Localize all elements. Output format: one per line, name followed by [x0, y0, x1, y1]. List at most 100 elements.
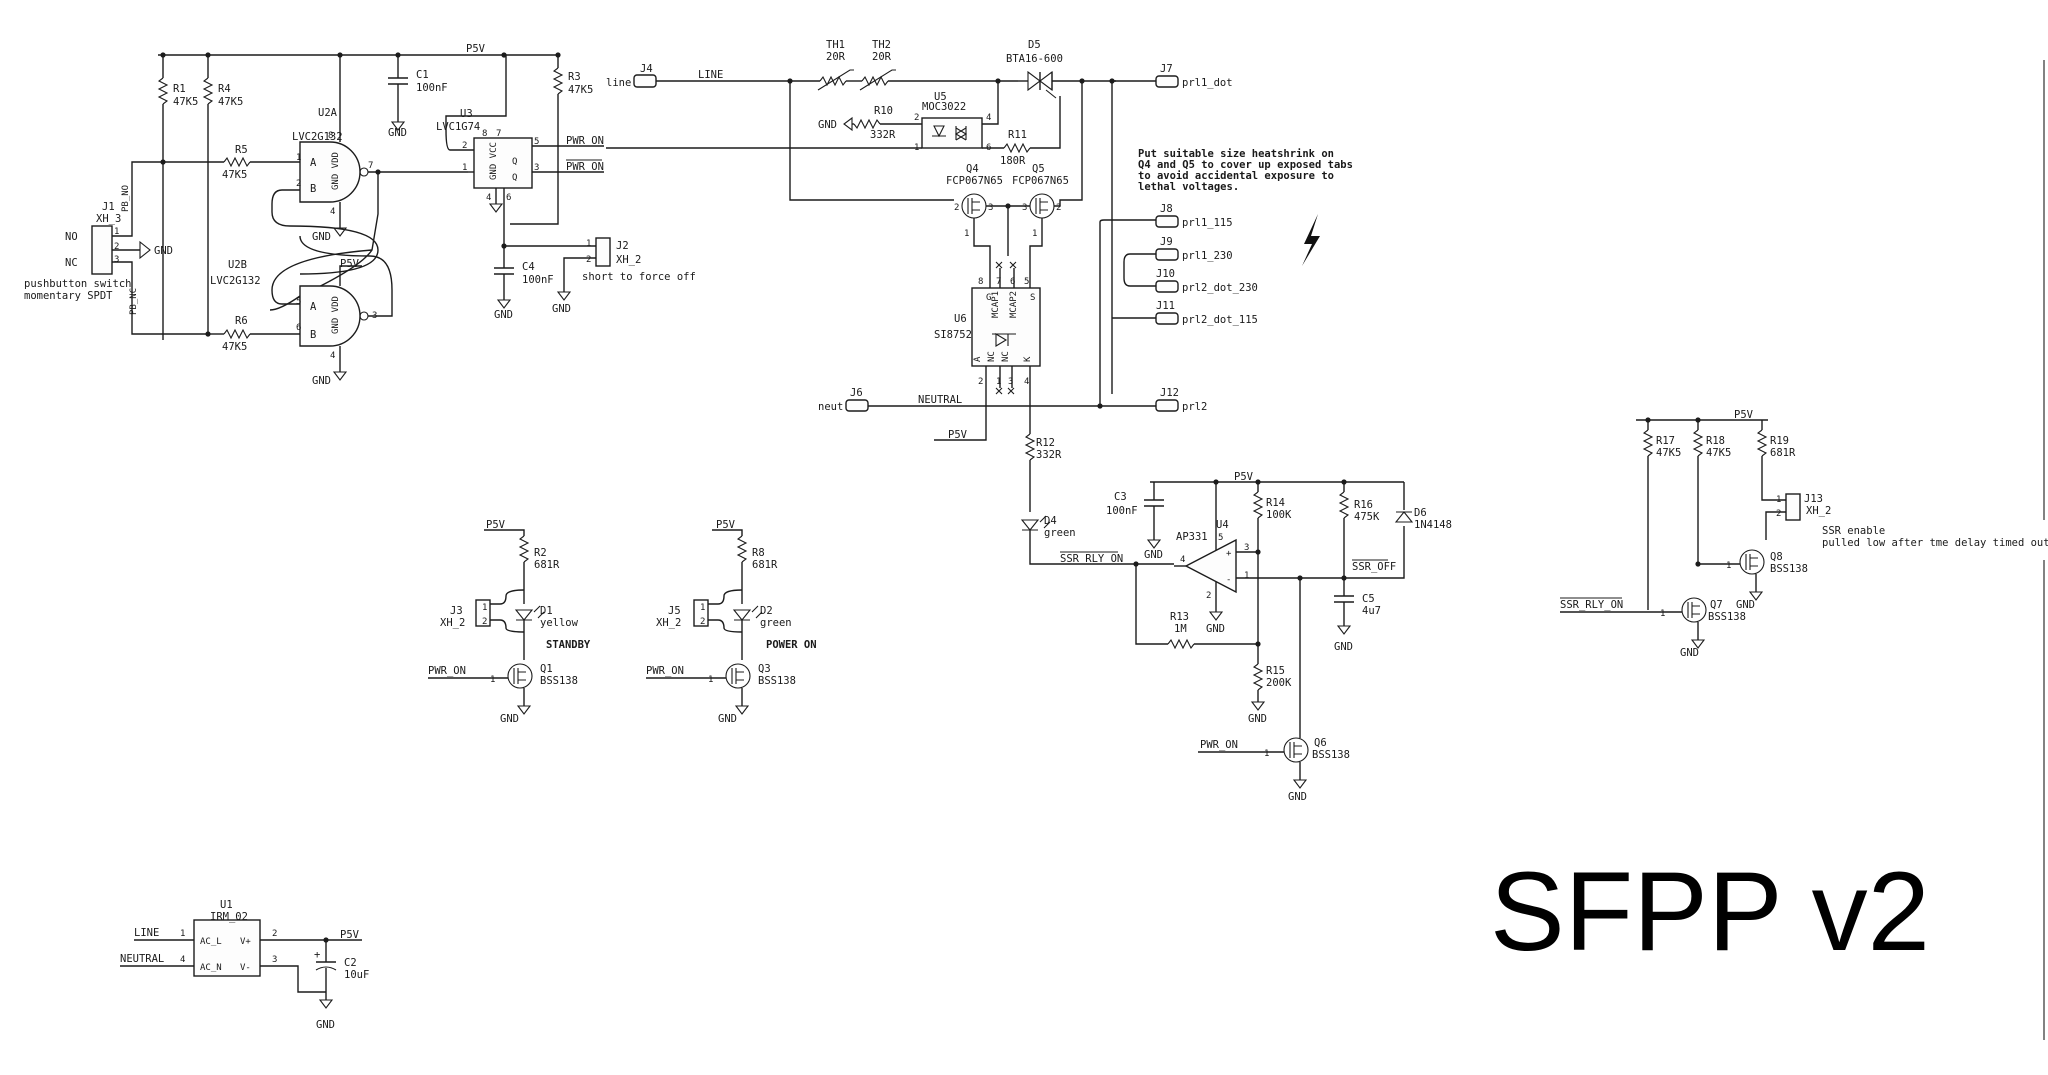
net-neutral: NEUTRAL — [918, 394, 962, 406]
ssr-p5v: P5V — [1734, 409, 1754, 421]
q4-ref: Q4 — [966, 163, 979, 175]
q3-value: BSS138 — [758, 675, 796, 687]
r10-value: 332R — [870, 129, 896, 141]
svg-text:5: 5 — [1024, 277, 1029, 287]
c5-value: 4u7 — [1362, 605, 1381, 617]
svg-text:4: 4 — [330, 207, 335, 217]
th2-value: 20R — [872, 51, 892, 63]
u1-ref: U1 — [220, 899, 233, 911]
warning-note-line1: Put suitable size heatshrink on — [1138, 148, 1334, 160]
mains-switching-block: J4 line LINE TH1 20R TH2 20R D5 BTA16-60… — [606, 39, 1353, 441]
svg-text:1: 1 — [1032, 229, 1037, 239]
svg-text:2: 2 — [296, 179, 301, 189]
svg-text:+: + — [314, 949, 320, 961]
j13-ref: J13 — [1804, 493, 1823, 505]
j13-desc-line1: SSR enable — [1822, 525, 1885, 537]
j2-ref: J2 — [616, 240, 629, 252]
sheet-title: SFPP v2 — [1490, 849, 1930, 974]
svg-text:2: 2 — [586, 255, 591, 265]
c5-ref: C5 — [1362, 593, 1375, 605]
r10-ref: R10 — [874, 105, 893, 117]
svg-text:A: A — [310, 157, 317, 169]
net-p5v-top: P5V — [466, 43, 486, 55]
j13-value: XH_2 — [1806, 505, 1831, 517]
u2a-nand-schmitt-gate — [299, 141, 361, 203]
r15-ref: R15 — [1266, 665, 1285, 677]
j1-desc-line2: momentary SPDT — [24, 290, 113, 302]
j1-value: XH_3 — [96, 213, 121, 225]
u6-isolated-driver — [971, 287, 1041, 367]
j5-value: XH_2 — [656, 617, 681, 629]
d2-p5v: P5V — [716, 519, 736, 531]
u1-net-line: LINE — [134, 927, 159, 939]
u5-gnd: GND — [818, 119, 837, 131]
warning-note-line2: Q4 and Q5 to cover up exposed tabs — [1138, 159, 1353, 171]
svg-text:1: 1 — [296, 153, 301, 163]
c1-gnd: GND — [388, 127, 407, 139]
svg-text:3: 3 — [1244, 543, 1249, 553]
r17-ref: R17 — [1656, 435, 1675, 447]
d5-value: BTA16-600 — [1006, 53, 1063, 65]
r6-ref: R6 — [235, 315, 248, 327]
j8-ref: J8 — [1160, 203, 1173, 215]
c3-gnd: GND — [1144, 549, 1163, 561]
svg-text:5: 5 — [534, 137, 539, 147]
ssr-enable-block: P5V R17 47K5 R18 47K5 R19 681R 12 J13 XH… — [1560, 409, 2048, 659]
j1-pin-nc: NC — [65, 257, 78, 269]
warning-note-line3: to avoid accidental exposure to — [1138, 170, 1334, 182]
u5-ref: U5 — [934, 91, 947, 103]
u5-opto-triac — [921, 117, 983, 149]
j11-connector — [1155, 312, 1179, 325]
svg-text:MCAP1: MCAP1 — [991, 291, 1001, 318]
r16-ref: R16 — [1354, 499, 1373, 511]
svg-text:1: 1 — [586, 239, 591, 249]
q7-ref: Q7 — [1710, 599, 1723, 611]
q8-value: BSS138 — [1770, 563, 1808, 575]
power-supply-block: U1 IRM_02 AC_L AC_N V+ V- LINE 1 NEUTRAL… — [120, 899, 369, 1031]
u4-comparator — [1184, 538, 1237, 594]
c1-value: 100nF — [416, 82, 448, 94]
j8-label: prl1_115 — [1182, 217, 1233, 229]
j10-ref: J10 — [1156, 268, 1175, 280]
svg-text:5: 5 — [296, 297, 301, 307]
j3-connector — [475, 599, 491, 627]
svg-text:7: 7 — [996, 277, 1001, 287]
svg-text:6: 6 — [506, 193, 511, 203]
svg-text:3: 3 — [1022, 203, 1027, 213]
r13-value: 1M — [1174, 623, 1187, 635]
d6-ref: D6 — [1414, 507, 1427, 519]
svg-text:2: 2 — [462, 141, 467, 151]
c2-gnd: GND — [316, 1019, 335, 1031]
input-debounce-block: P5V R1 47K5 R4 47K5 R5 47K5 J1 XH_3 NO N… — [24, 43, 696, 387]
d1-value: yellow — [540, 617, 579, 629]
j9-connector — [1155, 248, 1179, 261]
d4-ref: D4 — [1044, 515, 1057, 527]
u4-value: AP331 — [1176, 531, 1208, 543]
ssr-timer-block: R12 332R D4 green SSR_RLY_ON P5V C3 100n… — [1020, 432, 1452, 803]
svg-text:2: 2 — [114, 242, 119, 252]
u4-gnd: GND — [1206, 623, 1225, 635]
u2b-p5v: P5V — [340, 258, 360, 270]
svg-text:2: 2 — [272, 929, 277, 939]
u1-pin-vm: V- — [240, 963, 251, 973]
r1-ref: R1 — [173, 83, 186, 95]
th2-ref: TH2 — [872, 39, 891, 51]
j12-label: prl2 — [1182, 401, 1207, 413]
svg-text:+: + — [1226, 549, 1232, 559]
q1-net-pwr-on: PWR_ON — [428, 665, 466, 677]
j1-pin-no: NO — [65, 231, 78, 243]
svg-text:1: 1 — [462, 163, 467, 173]
svg-text:2: 2 — [1056, 203, 1061, 213]
svg-text:GND VDD: GND VDD — [331, 152, 341, 190]
q6-value: BSS138 — [1312, 749, 1350, 761]
svg-text:4: 4 — [180, 955, 185, 965]
svg-text:5: 5 — [1218, 533, 1223, 543]
r1-value: 47K5 — [173, 96, 198, 108]
q8-ref: Q8 — [1770, 551, 1783, 563]
svg-text:4: 4 — [330, 351, 335, 361]
svg-text:1: 1 — [482, 603, 487, 613]
j12-ref: J12 — [1160, 387, 1179, 399]
svg-text:8: 8 — [328, 131, 333, 141]
c2-ref: C2 — [344, 957, 357, 969]
q5-value: FCP067N65 — [1012, 175, 1069, 187]
